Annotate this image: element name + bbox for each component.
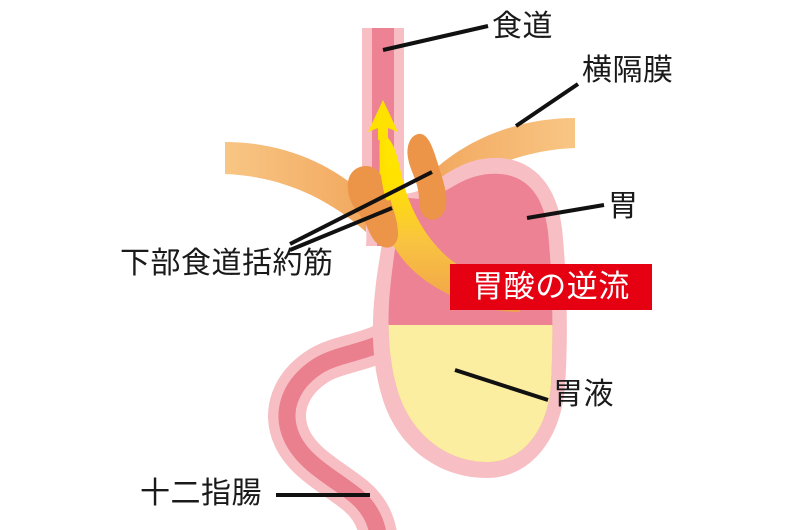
label-diaphragm: 横隔膜 bbox=[582, 53, 674, 88]
acid-reflux-banner: 胃酸の逆流 bbox=[450, 264, 652, 310]
leader-lines-group bbox=[276, 24, 605, 497]
leader-line-diaphragm bbox=[514, 82, 580, 128]
reflux-arrow-head bbox=[368, 100, 398, 140]
duodenum-group bbox=[268, 315, 415, 530]
label-gastric-juice: 胃液 bbox=[553, 377, 614, 412]
acid-reflux-stream bbox=[379, 138, 520, 312]
label-esophagus: 食道 bbox=[492, 9, 553, 44]
label-stomach: 胃 bbox=[608, 189, 639, 224]
leader-line-les-upper bbox=[289, 170, 433, 246]
diaphragm-left-band bbox=[225, 142, 366, 232]
acid-reflux-banner-text: 胃酸の逆流 bbox=[472, 268, 630, 305]
leader-line-esophagus bbox=[382, 24, 489, 52]
leader-line-gastric-juice bbox=[454, 368, 549, 402]
reflux-arrow-group bbox=[368, 100, 398, 201]
leader-line-les-lower bbox=[289, 206, 393, 252]
leader-line-stomach bbox=[526, 203, 605, 220]
label-duodenum: 十二指腸 bbox=[140, 476, 262, 511]
duodenum-inner-lining bbox=[278, 323, 408, 530]
label-lower-esophageal-sphincter: 下部食道括約筋 bbox=[120, 246, 334, 281]
